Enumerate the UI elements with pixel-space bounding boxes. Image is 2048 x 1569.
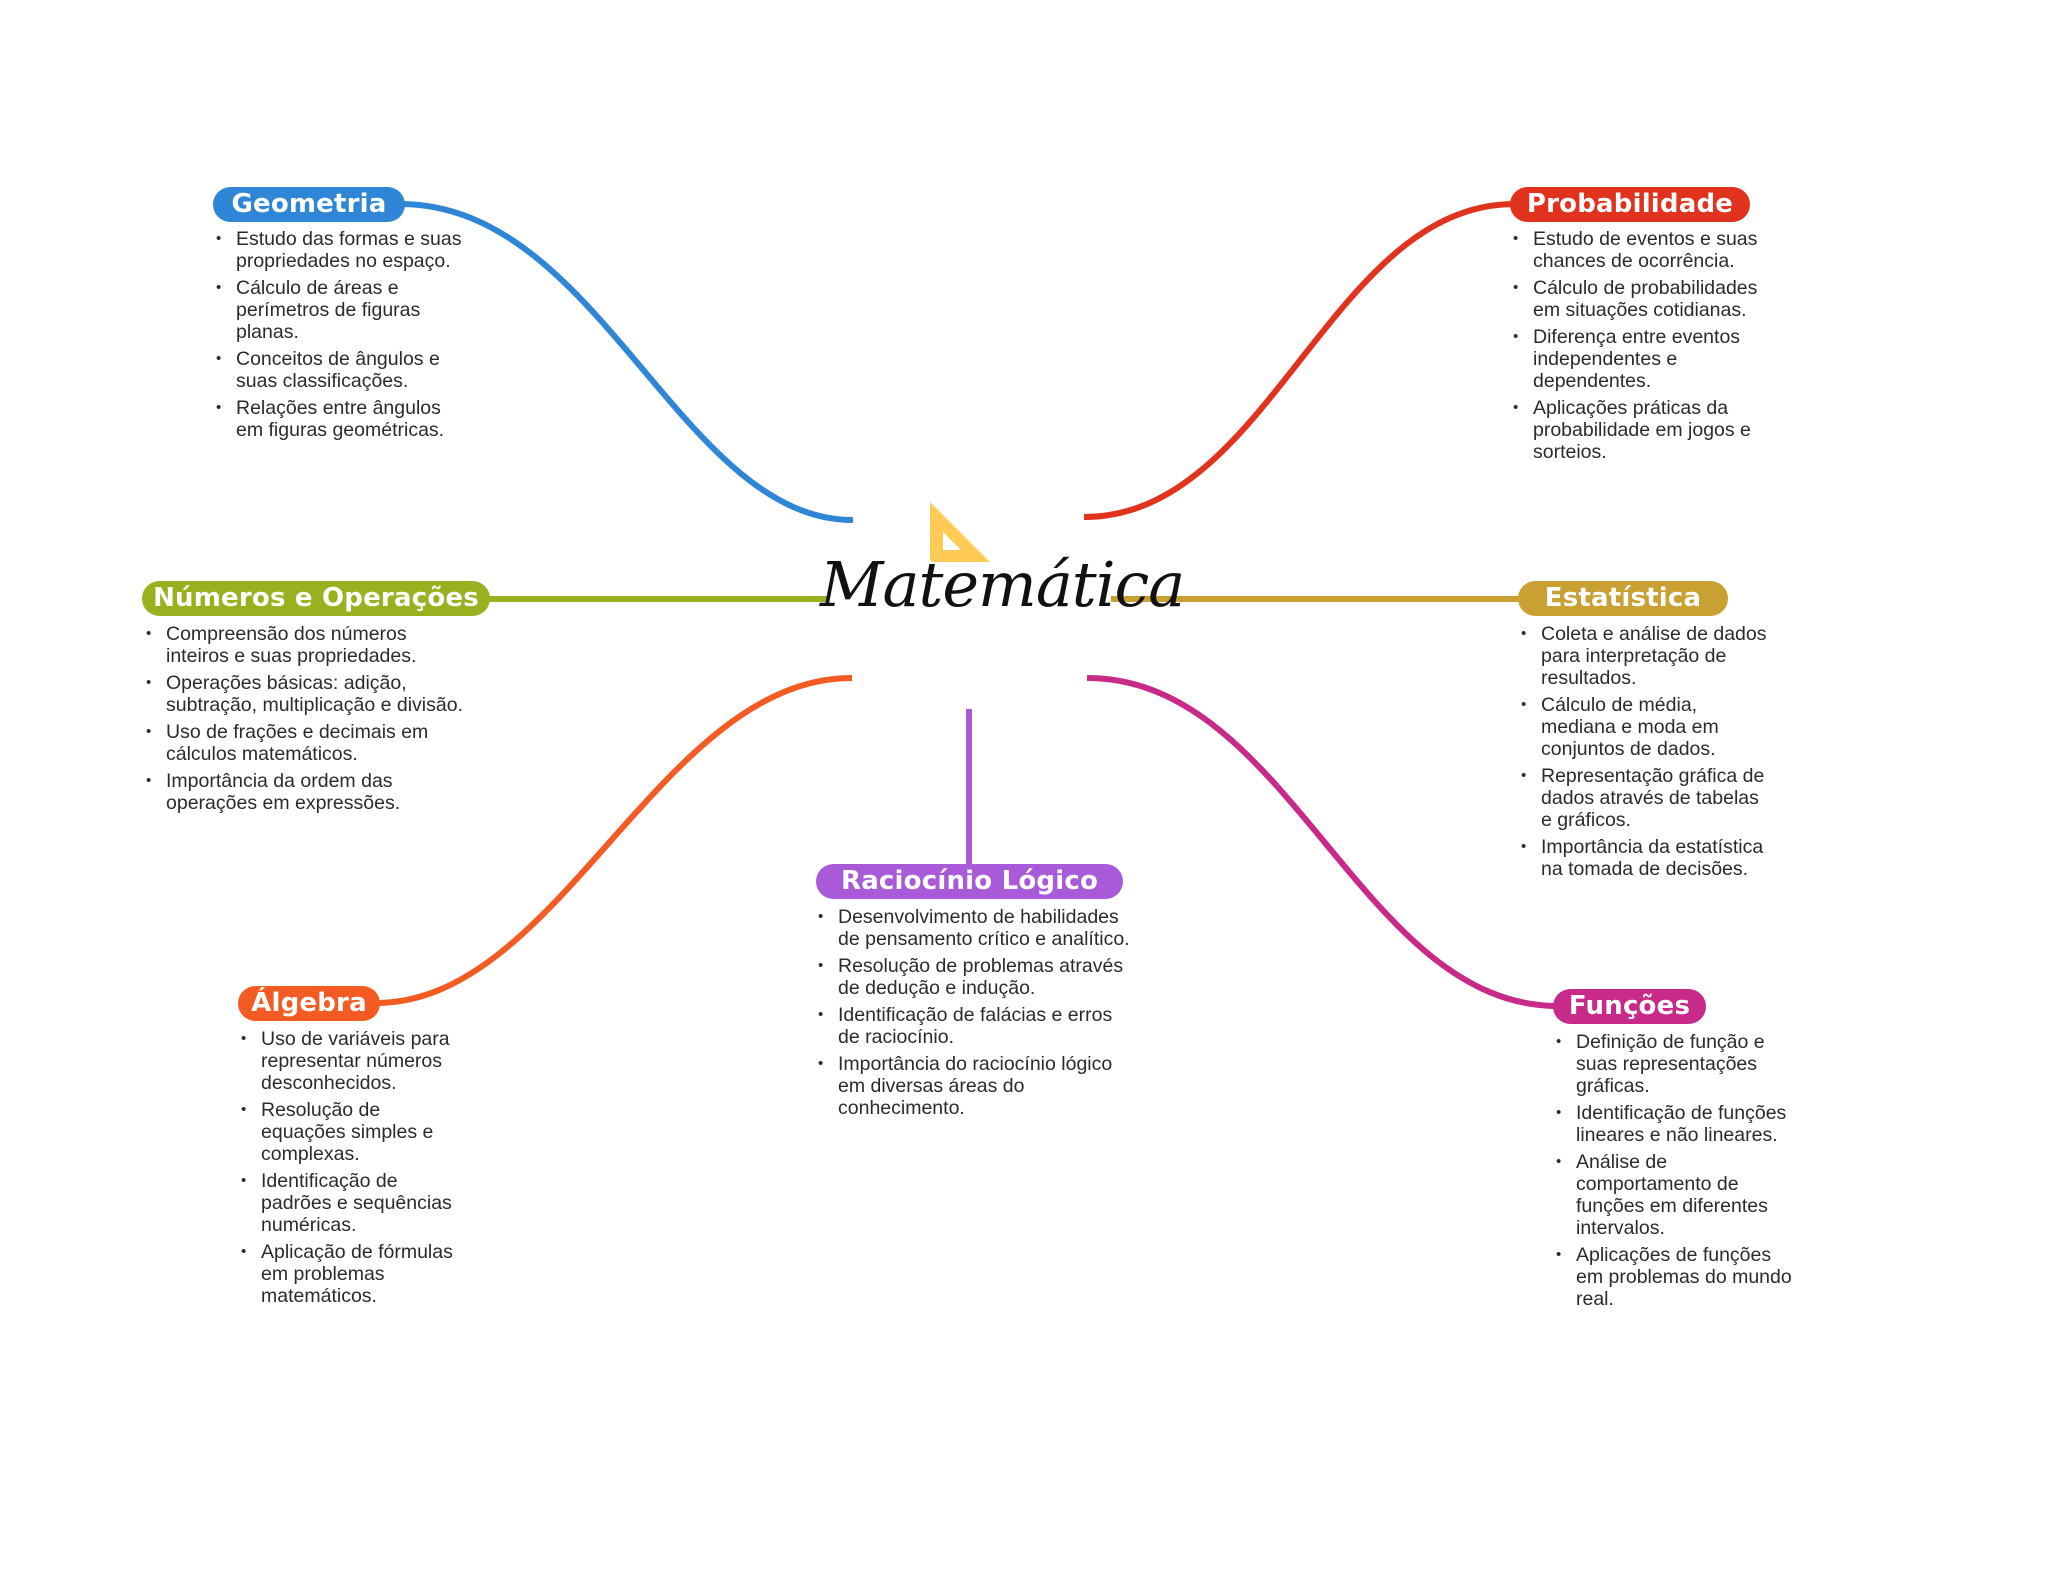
- estatistica-list: Coleta e análise de dados para interpret…: [1519, 623, 1769, 885]
- list-item: Resolução de equações simples e complexa…: [239, 1099, 469, 1165]
- geometria-list: Estudo das formas e suas propriedades no…: [214, 228, 464, 446]
- list-item: Compreensão dos números inteiros e suas …: [144, 623, 474, 667]
- list-item: Aplicações práticas da probabilidade em …: [1511, 397, 1771, 463]
- list-item: Aplicações de funções em problemas do mu…: [1554, 1244, 1794, 1310]
- list-item: Definição de função e suas representaçõe…: [1554, 1031, 1794, 1097]
- algebra-list: Uso de variáveis para representar número…: [239, 1028, 469, 1312]
- list-item: Importância do raciocínio lógico em dive…: [816, 1053, 1136, 1119]
- list-item: Coleta e análise de dados para interpret…: [1519, 623, 1769, 689]
- list-item: Identificação de funções lineares e não …: [1554, 1102, 1794, 1146]
- list-item: Identificação de falácias e erros de rac…: [816, 1004, 1136, 1048]
- list-item: Aplicação de fórmulas em problemas matem…: [239, 1241, 469, 1307]
- raciocinio-list: Desenvolvimento de habilidades de pensam…: [816, 906, 1136, 1124]
- set-square-icon: [930, 502, 990, 562]
- list-item: Estudo das formas e suas propriedades no…: [214, 228, 464, 272]
- list-item: Uso de frações e decimais em cálculos ma…: [144, 721, 474, 765]
- list-item: Cálculo de áreas e perímetros de figuras…: [214, 277, 464, 343]
- list-item: Importância da ordem das operações em ex…: [144, 770, 474, 814]
- list-item: Análise de comportamento de funções em d…: [1554, 1151, 1794, 1239]
- topic-raciocinio-logico[interactable]: Raciocínio Lógico: [816, 864, 1123, 899]
- topic-funcoes[interactable]: Funções: [1553, 989, 1706, 1024]
- list-item: Diferença entre eventos independentes e …: [1511, 326, 1771, 392]
- funcoes-list: Definição de função e suas representaçõe…: [1554, 1031, 1794, 1315]
- topic-geometria[interactable]: Geometria: [213, 187, 405, 222]
- list-item: Conceitos de ângulos e suas classificaçõ…: [214, 348, 464, 392]
- topic-algebra[interactable]: Álgebra: [238, 986, 380, 1021]
- list-item: Cálculo de probabilidades em situações c…: [1511, 277, 1771, 321]
- list-item: Uso de variáveis para representar número…: [239, 1028, 469, 1094]
- list-item: Estudo de eventos e suas chances de ocor…: [1511, 228, 1771, 272]
- list-item: Resolução de problemas através de deduçã…: [816, 955, 1136, 999]
- list-item: Importância da estatística na tomada de …: [1519, 836, 1769, 880]
- numeros-list: Compreensão dos números inteiros e suas …: [144, 623, 474, 819]
- topic-probabilidade[interactable]: Probabilidade: [1510, 187, 1750, 222]
- link-probabilidade: [1083, 201, 1516, 520]
- link-funcoes: [1086, 675, 1559, 1009]
- link-geometria: [399, 201, 854, 523]
- list-item: Cálculo de média, mediana e moda em conj…: [1519, 694, 1769, 760]
- probabilidade-list: Estudo de eventos e suas chances de ocor…: [1511, 228, 1771, 468]
- list-item: Identificação de padrões e sequências nu…: [239, 1170, 469, 1236]
- topic-numeros-e-operacoes[interactable]: Números e Operações: [142, 581, 490, 616]
- central-topic-title: Matemática: [820, 548, 1185, 621]
- list-item: Desenvolvimento de habilidades de pensam…: [816, 906, 1136, 950]
- list-item: Representação gráfica de dados através d…: [1519, 765, 1769, 831]
- list-item: Relações entre ângulos em figuras geomét…: [214, 397, 464, 441]
- list-item: Operações básicas: adição, subtração, mu…: [144, 672, 474, 716]
- topic-estatistica[interactable]: Estatística: [1518, 581, 1728, 616]
- link-algebra: [375, 675, 853, 1006]
